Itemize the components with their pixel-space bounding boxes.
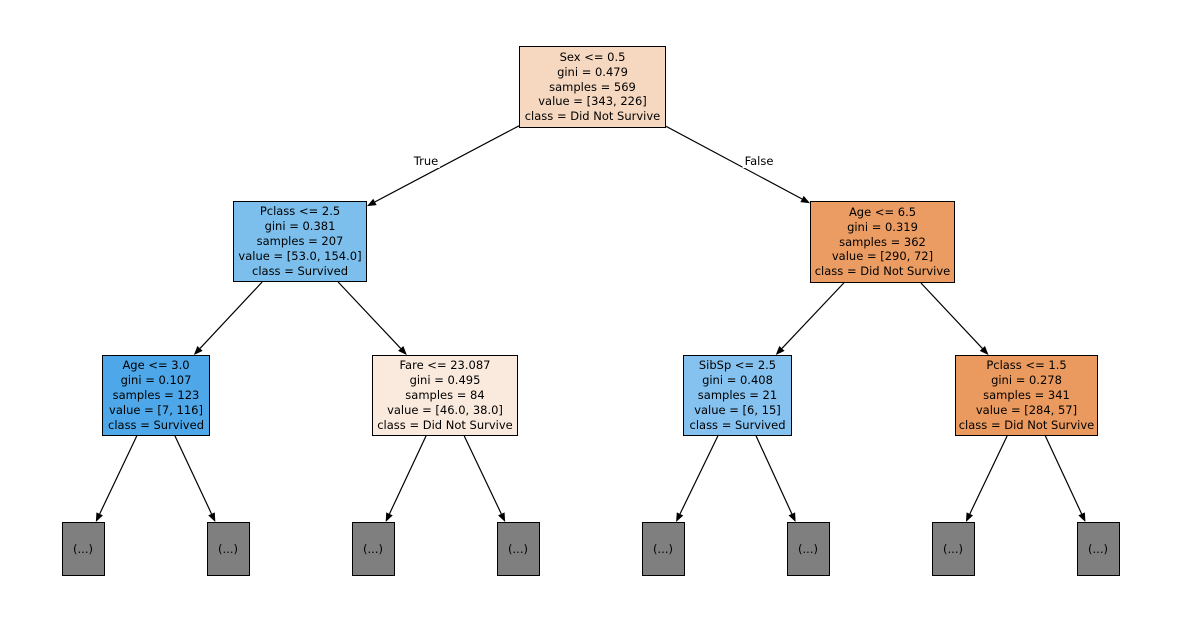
edge-arrowhead [498, 512, 506, 522]
edge-line [174, 435, 213, 515]
node-samples: samples = 123 [112, 388, 200, 403]
node-condition: Pclass <= 1.5 [986, 358, 1067, 373]
node-value: value = [46.0, 38.0] [387, 402, 503, 417]
node-gini: gini = 0.495 [409, 373, 481, 388]
branch-label-false: False [742, 154, 776, 168]
edge-line [920, 282, 983, 349]
node-samples: samples = 362 [839, 234, 926, 249]
node-class: class = Did Not Survive [524, 109, 661, 124]
edge-arrowhead [193, 345, 203, 355]
node-value: value = [343, 226] [538, 94, 647, 109]
node-gini: gini = 0.319 [847, 219, 918, 234]
node-class: class = Survived [252, 263, 348, 278]
leaf-label: (...) [218, 542, 238, 556]
edge-arrowhead [1078, 512, 1086, 522]
node-gini: gini = 0.479 [557, 64, 628, 79]
branch-label-true: True [411, 154, 441, 168]
leaf-node-1: (...) [206, 522, 250, 576]
leaf-node-3: (...) [496, 522, 540, 576]
leaf-label: (...) [73, 542, 93, 556]
node-samples: samples = 341 [983, 388, 1070, 403]
node-samples: samples = 21 [697, 388, 778, 403]
edge-arrowhead [979, 345, 989, 355]
edge-line [388, 435, 427, 515]
node-condition: Age <= 3.0 [122, 358, 190, 373]
node-condition: Pclass <= 2.5 [259, 204, 341, 219]
node-samples: samples = 207 [256, 234, 344, 249]
edge-line [679, 435, 719, 515]
edge-line [374, 125, 520, 203]
edge-arrowhead [965, 512, 974, 522]
node-condition: Sex <= 0.5 [559, 49, 626, 64]
edge-line [665, 125, 803, 200]
leaf-node-4: (...) [641, 522, 685, 576]
leaf-label: (...) [1088, 542, 1108, 556]
edge-line [337, 281, 402, 349]
edge-arrowhead [788, 512, 796, 522]
edge-line [463, 435, 502, 515]
leaf-node-0: (...) [61, 522, 105, 576]
edge-line [969, 435, 1008, 515]
node-gini: gini = 0.381 [264, 219, 336, 234]
node-class: class = Did Not Survive [958, 417, 1095, 432]
edge-line [199, 281, 263, 349]
node-gini: gini = 0.107 [120, 373, 192, 388]
edge-arrowhead [208, 512, 216, 522]
leaf-node-7: (...) [1076, 522, 1120, 576]
edge-arrowhead [775, 345, 785, 355]
edge-line [755, 435, 793, 515]
leaf-node-6: (...) [931, 522, 975, 576]
edge-line [99, 435, 138, 515]
edge-arrowhead [800, 195, 810, 204]
node-value: value = [7, 116] [109, 402, 203, 417]
node-value: value = [284, 57] [975, 402, 1078, 417]
leaf-label: (...) [363, 542, 383, 556]
node-condition: SibSp <= 2.5 [698, 358, 777, 373]
node-condition: Fare <= 23.087 [399, 358, 491, 373]
node-value: value = [290, 72] [831, 249, 934, 264]
node-class: class = Did Not Survive [814, 264, 951, 279]
leaf-label: (...) [943, 542, 963, 556]
node-gini: gini = 0.408 [702, 373, 773, 388]
edge-line [781, 282, 845, 349]
node-samples: samples = 84 [405, 388, 485, 403]
leaf-label: (...) [653, 542, 673, 556]
node-gini: gini = 0.278 [991, 373, 1062, 388]
node-value: value = [53.0, 154.0] [238, 248, 362, 263]
node-samples: samples = 569 [549, 79, 636, 94]
leaf-node-2: (...) [351, 522, 395, 576]
node-value: value = [6, 15] [694, 402, 781, 417]
node-class: class = Survived [689, 417, 786, 432]
edge-arrowhead [398, 345, 407, 355]
leaf-label: (...) [508, 542, 528, 556]
edge-arrowhead [95, 512, 103, 522]
node-class: class = Did Not Survive [377, 417, 513, 432]
edge-arrowhead [385, 512, 393, 522]
edge-arrowhead [676, 512, 684, 522]
edge-arrowhead [367, 198, 377, 207]
leaf-node-5: (...) [786, 522, 830, 576]
node-class: class = Survived [108, 417, 204, 432]
node-condition: Age <= 6.5 [848, 204, 917, 219]
leaf-label: (...) [798, 542, 818, 556]
edge-line [1044, 435, 1083, 515]
